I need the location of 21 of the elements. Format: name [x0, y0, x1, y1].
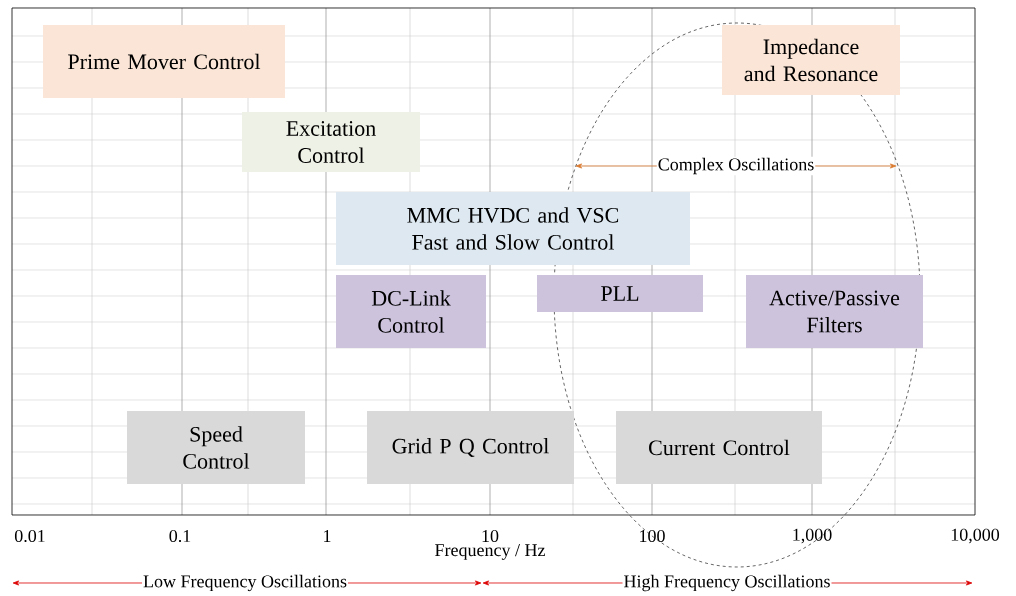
control-box: Grid P Q Control: [367, 411, 574, 484]
tick-label: 0.01: [14, 529, 45, 543]
control-box: PLL: [537, 275, 703, 312]
control-box: MMC HVDC and VSC Fast and Slow Control: [336, 192, 690, 265]
range-label: Complex Oscillations: [656, 156, 816, 176]
tick-label: 0.1: [169, 529, 191, 543]
tick-label: 10: [482, 529, 499, 543]
control-box: Impedance and Resonance: [722, 25, 900, 95]
tick-label: 1,000: [793, 528, 832, 544]
axis-title: Frequency / Hz: [435, 544, 545, 560]
tick-label: 10,000: [951, 528, 1000, 544]
tick-label: 100: [640, 529, 665, 543]
control-box: Excitation Control: [242, 112, 420, 172]
range-label: High Frequency Oscillations: [622, 573, 832, 593]
range-label: Low Frequency Oscillations: [142, 573, 348, 593]
tick-label: 1: [324, 530, 331, 542]
control-box: Active/Passive Filters: [746, 275, 923, 348]
control-box: Current Control: [616, 411, 822, 484]
control-box: Prime Mover Control: [43, 25, 285, 98]
control-box: Speed Control: [127, 411, 305, 484]
control-box: DC-Link Control: [336, 275, 486, 348]
